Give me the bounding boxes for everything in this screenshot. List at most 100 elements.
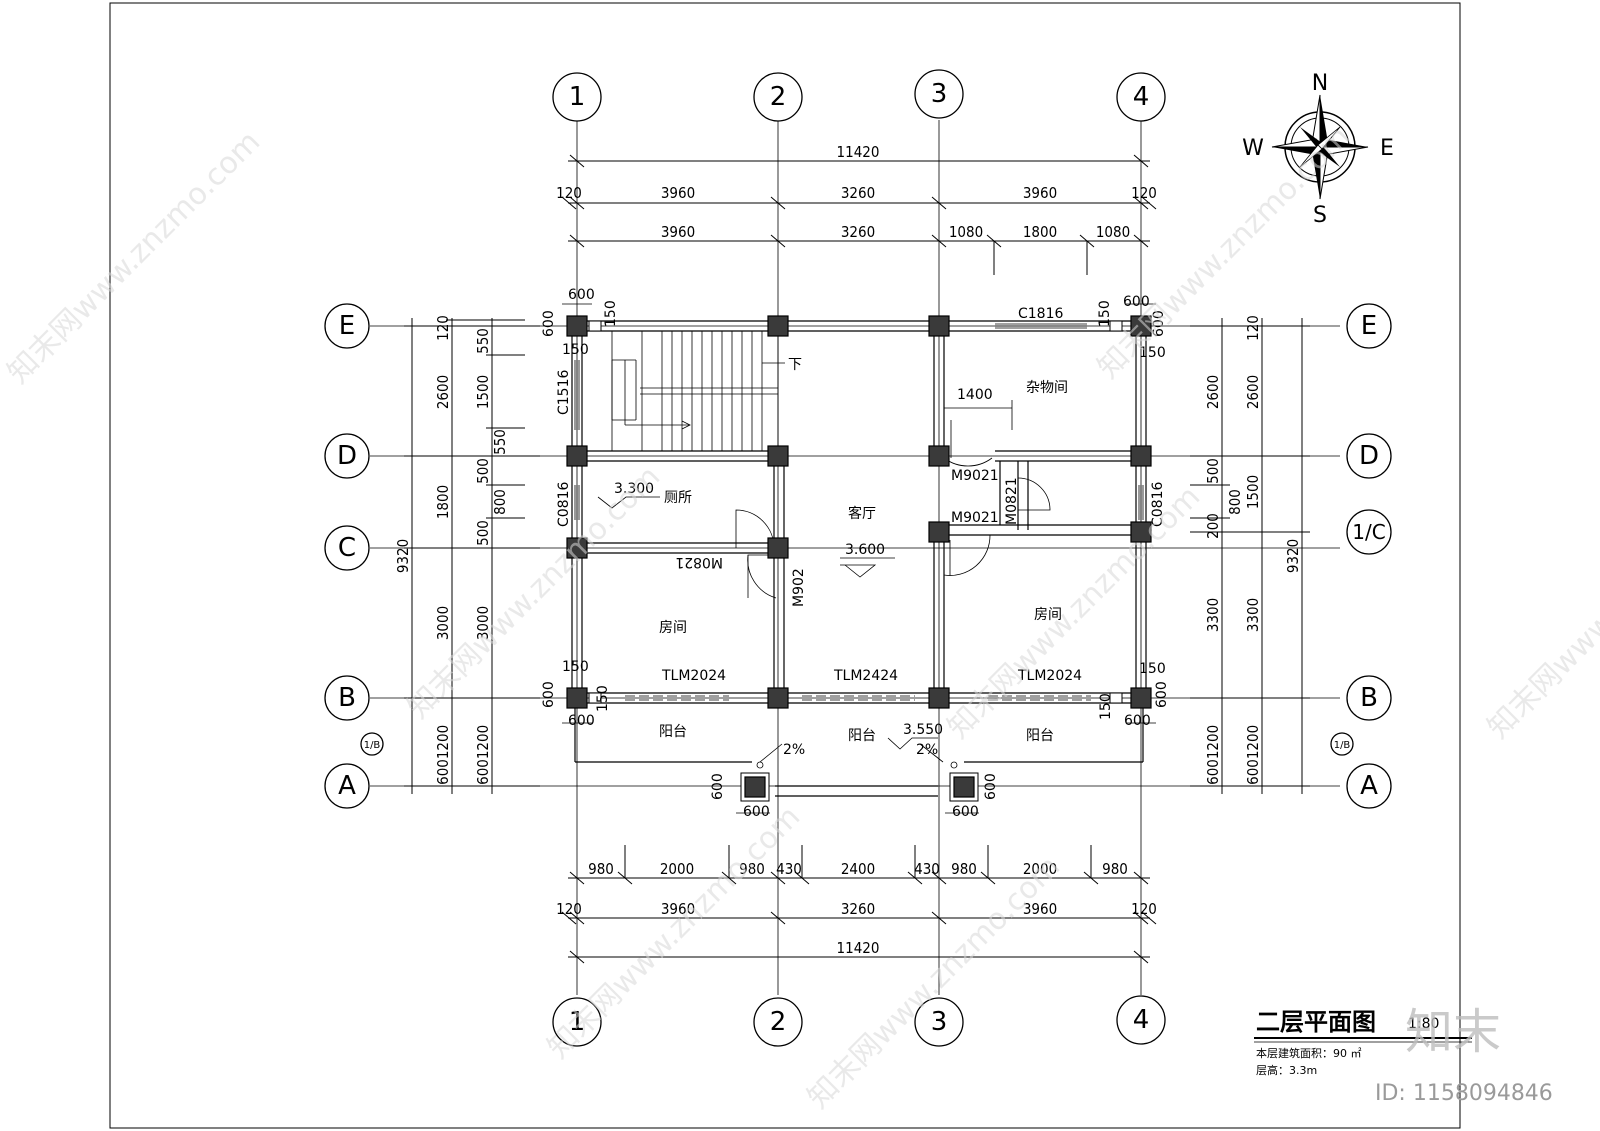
dim-top-r3-2: 1080 — [949, 223, 983, 241]
doors — [735, 400, 1051, 599]
axis-bubble-left-B: B — [324, 675, 370, 721]
dim-bot-r2-2: 3260 — [841, 900, 875, 918]
axis-bubble-left-A: A — [324, 763, 370, 809]
axis-bubble-right-E: E — [1346, 303, 1392, 349]
dim-left-mid-2: 3000 — [434, 606, 452, 640]
slope-label-left: 2% — [783, 742, 805, 758]
room-name-living: 客厅 — [848, 505, 876, 522]
room-name-storage: 杂物间 — [1026, 380, 1068, 396]
svg-text:2: 2 — [770, 82, 787, 112]
dim-bot-r1-4: 2400 — [841, 860, 875, 878]
col-dim-150-bl2: 150 — [595, 685, 611, 712]
svg-text:4: 4 — [1133, 82, 1150, 112]
col-dim-br: 600 — [1124, 713, 1151, 729]
room-name-toilet: 厕所 — [664, 490, 692, 506]
col-dim-pier-left-v: 600 — [710, 773, 726, 800]
axis-bubble-left-D: D — [324, 433, 370, 479]
room-name-room-right: 房间 — [1034, 607, 1062, 623]
dim-bot-r1-6: 980 — [951, 860, 977, 878]
room-name-balcony-mid: 阳台 — [848, 728, 876, 744]
dim-top-r2-3: 3960 — [1023, 184, 1057, 202]
col-dim-br-v: 600 — [1154, 681, 1170, 708]
bottom-dimension-lines — [561, 845, 1157, 964]
dim-bot-r1-8: 980 — [1102, 860, 1128, 878]
right-dimension-lines — [1190, 318, 1310, 794]
svg-text:1/C: 1/C — [1352, 520, 1385, 544]
door-label-m9021-b: M9021 — [951, 510, 999, 526]
dim-right-mid-4: 1200 — [1244, 725, 1262, 759]
compass-w: W — [1242, 136, 1264, 161]
dim-bot-r1-1: 2000 — [660, 860, 694, 878]
dim-left-mid-4: 600 — [434, 759, 452, 785]
door-label-m9021-a: M9021 — [951, 468, 999, 484]
watermark-7: 知末网www.znzmo.com — [1481, 479, 1600, 745]
col-dim-pier-right-v: 600 — [983, 773, 999, 800]
elevation-living: 3.600 — [845, 542, 885, 558]
elevation-marker-balcony — [887, 737, 938, 750]
svg-text:C: C — [338, 533, 356, 563]
svg-text:3: 3 — [931, 79, 948, 109]
compass-s: S — [1313, 203, 1327, 228]
axis-bubble-right-B: B — [1346, 675, 1392, 721]
axis-bubble-top-4: 4 — [1116, 72, 1166, 122]
col-dim-150-bl: 150 — [562, 659, 589, 675]
axis-bubble-top-3: 3 — [914, 69, 964, 119]
dim-bot-r2-1: 3960 — [661, 900, 695, 918]
dim-top-r3-1: 3260 — [841, 223, 875, 241]
col-dim-pier-left: 600 — [743, 804, 770, 820]
svg-text:2: 2 — [770, 1007, 787, 1037]
svg-text:A: A — [1360, 771, 1378, 801]
watermark-id: ID: 1158094846 — [1375, 1081, 1553, 1106]
axis-bubble-right-1B: 1/B — [1330, 732, 1354, 756]
axis-bubble-top-2: 2 — [753, 72, 803, 122]
elevation-marker-living — [840, 557, 895, 578]
dim-right-inner-5: 1200 — [1204, 725, 1222, 759]
svg-text:E: E — [339, 311, 355, 341]
dim-left-mid-0: 2600 — [434, 375, 452, 409]
dim-left-outer: 9320 — [394, 539, 412, 573]
dim-top-r2-0: 120 — [556, 184, 582, 202]
area-note: 本层建筑面积：90 ㎡ — [1256, 1046, 1362, 1060]
door-label-m0821-closet: M0821 — [1004, 477, 1020, 525]
col-dim-bl: 600 — [568, 713, 595, 729]
room-name-room-left: 房间 — [659, 620, 687, 636]
glass-door-label-left: TLM2024 — [661, 668, 726, 684]
col-dim-tr-v: 600 — [1151, 310, 1167, 337]
room-name-balcony-right: 阳台 — [1026, 728, 1054, 744]
dim-left-inner-0: 120 — [434, 315, 452, 341]
dim-left-inner-6: 500 — [474, 520, 492, 546]
window-label-c0816-left: C0816 — [556, 482, 572, 527]
dim-right-inner-0: 2600 — [1204, 375, 1222, 409]
svg-text:1/B: 1/B — [364, 740, 381, 751]
elevation-toilet: 3.300 — [614, 481, 654, 497]
dim-bot-r2-4: 120 — [1131, 900, 1157, 918]
col-dim-150-tr2: 150 — [1139, 345, 1166, 361]
dim-bot-total: 11420 — [837, 939, 880, 957]
svg-text:E: E — [1361, 311, 1377, 341]
axis-bubble-bottom-2: 2 — [753, 997, 803, 1047]
svg-text:A: A — [338, 771, 356, 801]
dim-right-inner-6: 600 — [1204, 759, 1222, 785]
top-dimension-lines — [561, 154, 1157, 275]
svg-text:B: B — [1360, 683, 1378, 713]
dim-bot-r1-3: 430 — [776, 860, 802, 878]
elevation-marker-toilet — [597, 496, 660, 509]
dim-left-inner-7: 3000 — [474, 606, 492, 640]
dim-bot-r1-5: 430 — [914, 860, 940, 878]
dim-top-r2-2: 3260 — [841, 184, 875, 202]
slope-label-right: 2% — [916, 742, 938, 758]
dim-right-outer: 9320 — [1284, 539, 1302, 573]
col-dim-bl-v: 600 — [541, 681, 557, 708]
columns — [566, 315, 1152, 802]
dim-bot-r2-0: 120 — [556, 900, 582, 918]
dim-right-inner-3: 200 — [1204, 513, 1222, 539]
col-dim-pier-right: 600 — [952, 804, 979, 820]
axis-bubble-right-1C: 1/C — [1346, 509, 1392, 555]
drawing-frame — [109, 2, 1461, 1129]
axis-bubble-left-E: E — [324, 303, 370, 349]
axis-bubble-bottom-4: 4 — [1116, 995, 1166, 1045]
slope-arrows — [756, 743, 958, 769]
window-label-c1816: C1816 — [1018, 306, 1063, 322]
dim-right-inner-1: 500 — [1204, 458, 1222, 484]
